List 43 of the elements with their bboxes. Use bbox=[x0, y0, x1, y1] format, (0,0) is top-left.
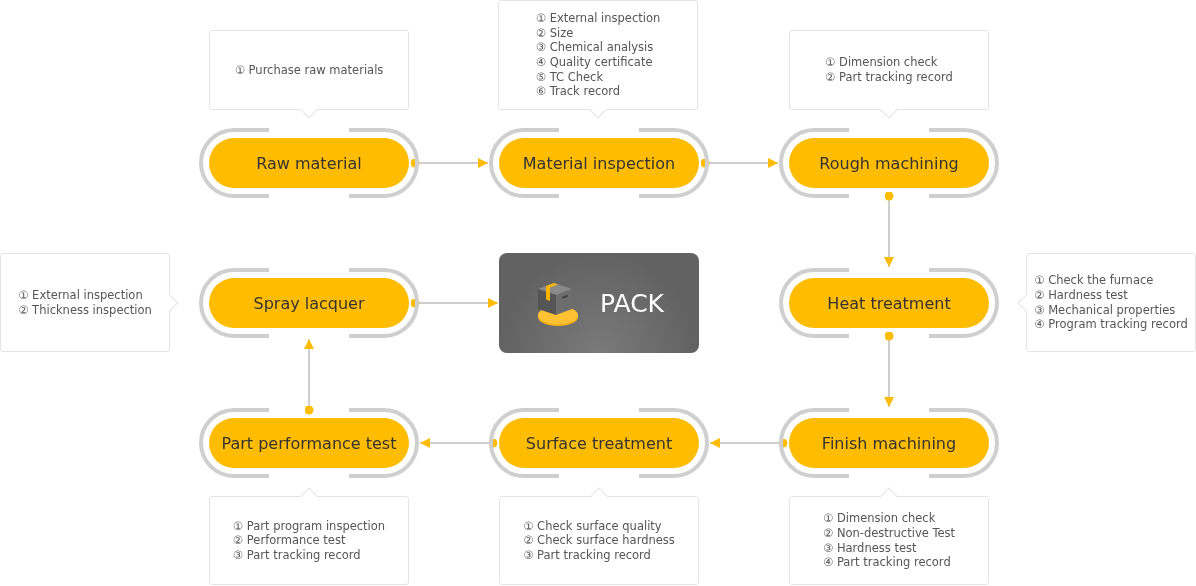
check-item: ③ Hardness test bbox=[822, 540, 918, 556]
check-item: ③ Part tracking record bbox=[523, 547, 652, 563]
arrow bbox=[700, 158, 779, 168]
check-item: ④ Part tracking record bbox=[822, 555, 952, 570]
process-pill: Part performance test bbox=[209, 418, 409, 468]
check-item: ⑤ TC Check bbox=[535, 69, 605, 85]
check-item: ④ Quality certificate bbox=[535, 55, 654, 70]
check-item: ① Dimension check bbox=[825, 55, 939, 70]
check-item: ① External inspection bbox=[18, 287, 144, 303]
check-item: ② Non-destructive Test bbox=[822, 525, 956, 541]
check-item: ② Performance test bbox=[232, 533, 347, 548]
check-item: ① Check surface quality bbox=[523, 518, 663, 534]
process-pill: Spray lacquer bbox=[209, 278, 409, 328]
check-item: ② Part tracking record bbox=[825, 70, 953, 85]
process-pill: Surface treatment bbox=[499, 418, 699, 468]
check-item: ① Part program inspection bbox=[232, 518, 386, 534]
check-item: ③ Mechanical properties bbox=[1034, 302, 1177, 318]
check-item: ③ Chemical analysis bbox=[535, 40, 655, 55]
check-item: ② Size bbox=[535, 25, 575, 41]
check-item: ① Purchase raw materials bbox=[234, 62, 384, 78]
check-item: ① Check the furnace bbox=[1034, 273, 1155, 288]
check-item: ④ Program tracking record bbox=[1034, 317, 1188, 332]
process-pill: Finish machining bbox=[789, 418, 989, 468]
arrow bbox=[410, 298, 499, 308]
check-item: ① External inspection bbox=[535, 11, 661, 26]
check-item: ① Dimension check bbox=[822, 511, 937, 526]
process-pill: Material inspection bbox=[499, 138, 699, 188]
arrow bbox=[419, 438, 498, 448]
check-item: ② Thickness inspection bbox=[18, 302, 152, 318]
pack-label: PACK bbox=[600, 288, 664, 318]
arrow bbox=[884, 331, 894, 408]
arrow bbox=[304, 338, 314, 415]
check-item: ② Check surface hardness bbox=[523, 533, 675, 548]
arrow bbox=[709, 438, 788, 448]
process-pill: Rough machining bbox=[789, 138, 989, 188]
process-pill: Heat treatment bbox=[789, 278, 989, 328]
arrow bbox=[410, 158, 489, 168]
arrow bbox=[884, 191, 894, 268]
check-item: ③ Part tracking record bbox=[232, 547, 362, 563]
pack-box bbox=[499, 253, 699, 353]
check-item: ⑥ Track record bbox=[535, 84, 622, 99]
process-pill: Raw material bbox=[209, 138, 409, 188]
check-item: ② Hardness test bbox=[1034, 287, 1129, 303]
